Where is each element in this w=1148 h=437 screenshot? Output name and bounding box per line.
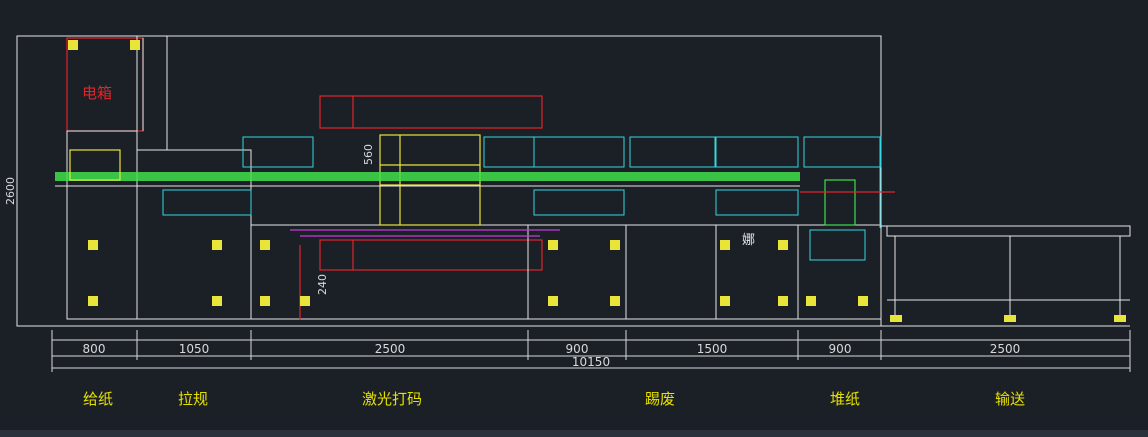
annotation-mark: 娜 bbox=[742, 233, 755, 248]
laser-height-label: 560 bbox=[362, 144, 375, 165]
conveyor-band bbox=[55, 172, 800, 181]
total-height-label: 2600 bbox=[4, 177, 17, 205]
section-waste-removal: 踢废 bbox=[645, 390, 675, 408]
dim-segment-4: 900 bbox=[566, 342, 589, 356]
outfeed-conveyor bbox=[886, 225, 1131, 237]
dim-segment-7: 2500 bbox=[990, 342, 1021, 356]
dim-segment-6: 900 bbox=[829, 342, 852, 356]
section-laser-coding: 激光打码 bbox=[362, 390, 422, 408]
dim-segment-5: 1500 bbox=[697, 342, 728, 356]
section-pull-gauge: 拉规 bbox=[178, 390, 208, 408]
section-feeding: 给纸 bbox=[83, 390, 113, 408]
dim-segment-1: 800 bbox=[83, 342, 106, 356]
electric-box-label: 电箱 bbox=[82, 84, 112, 102]
dim-segment-2: 1050 bbox=[179, 342, 210, 356]
dim-total: 10150 bbox=[572, 355, 610, 369]
bottom-strip bbox=[0, 430, 1148, 437]
section-conveying: 输送 bbox=[995, 390, 1025, 408]
lower-height-label: 240 bbox=[316, 274, 329, 295]
section-stacking: 堆纸 bbox=[830, 390, 860, 408]
dim-segment-3: 2500 bbox=[375, 342, 406, 356]
